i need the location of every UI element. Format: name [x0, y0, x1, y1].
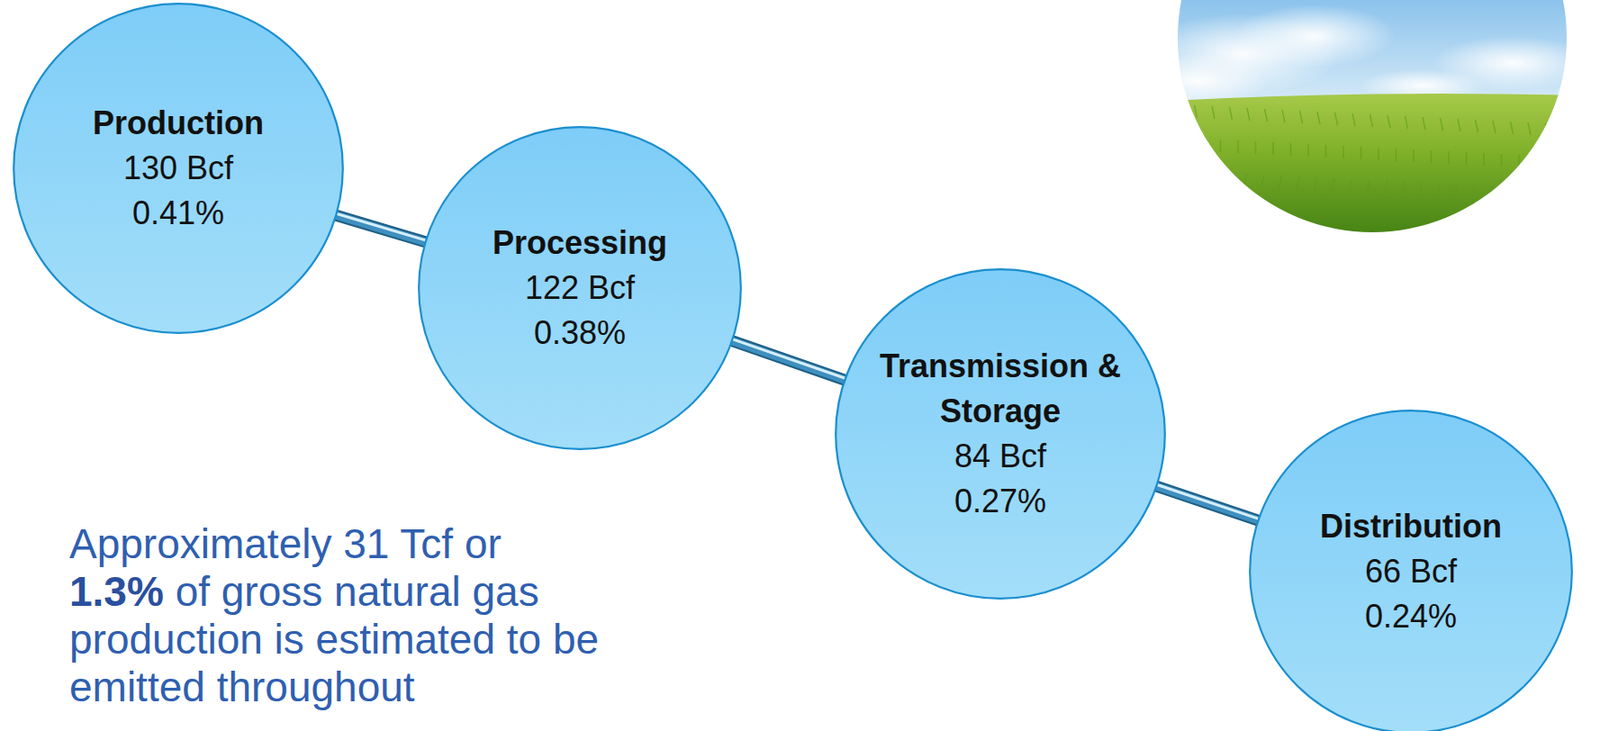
stage-circle: Distribution66 Bcf0.24%: [1247, 408, 1574, 731]
pipe-connector: [1156, 484, 1258, 521]
stage-value: 0.27%: [954, 479, 1047, 525]
stage-value: 0.38%: [533, 310, 626, 356]
stage-circle: Transmission & Storage84 Bcf0.27%: [833, 267, 1167, 601]
note-text: Approximately 31 Tcf or: [69, 520, 628, 569]
stage-name: Distribution: [1319, 504, 1502, 550]
circle-outline: [833, 267, 1167, 601]
stage-value: 84 Bcf: [954, 433, 1047, 480]
highlight-figure: 1.3%: [69, 568, 164, 615]
summary-note: Approximately 31 Tcf or1.3% of gross nat…: [69, 520, 628, 712]
stage-circle: Processing122 Bcf0.38%: [416, 125, 743, 452]
stage-name: Production: [92, 100, 264, 146]
pipe-connector: [335, 213, 425, 243]
stage-value: 130 Bcf: [123, 145, 234, 191]
stage-value: 122 Bcf: [524, 265, 635, 311]
stage-value: 0.24%: [1364, 594, 1457, 640]
stage-circle: Production130 Bcf0.41%: [11, 1, 345, 335]
stage-value: 0.41%: [132, 190, 225, 236]
stage-name: Transmission & Storage: [865, 343, 1136, 434]
pipe-connector: [732, 339, 845, 380]
stage-value: 66 Bcf: [1364, 549, 1457, 595]
stage-name: Processing: [492, 220, 668, 266]
